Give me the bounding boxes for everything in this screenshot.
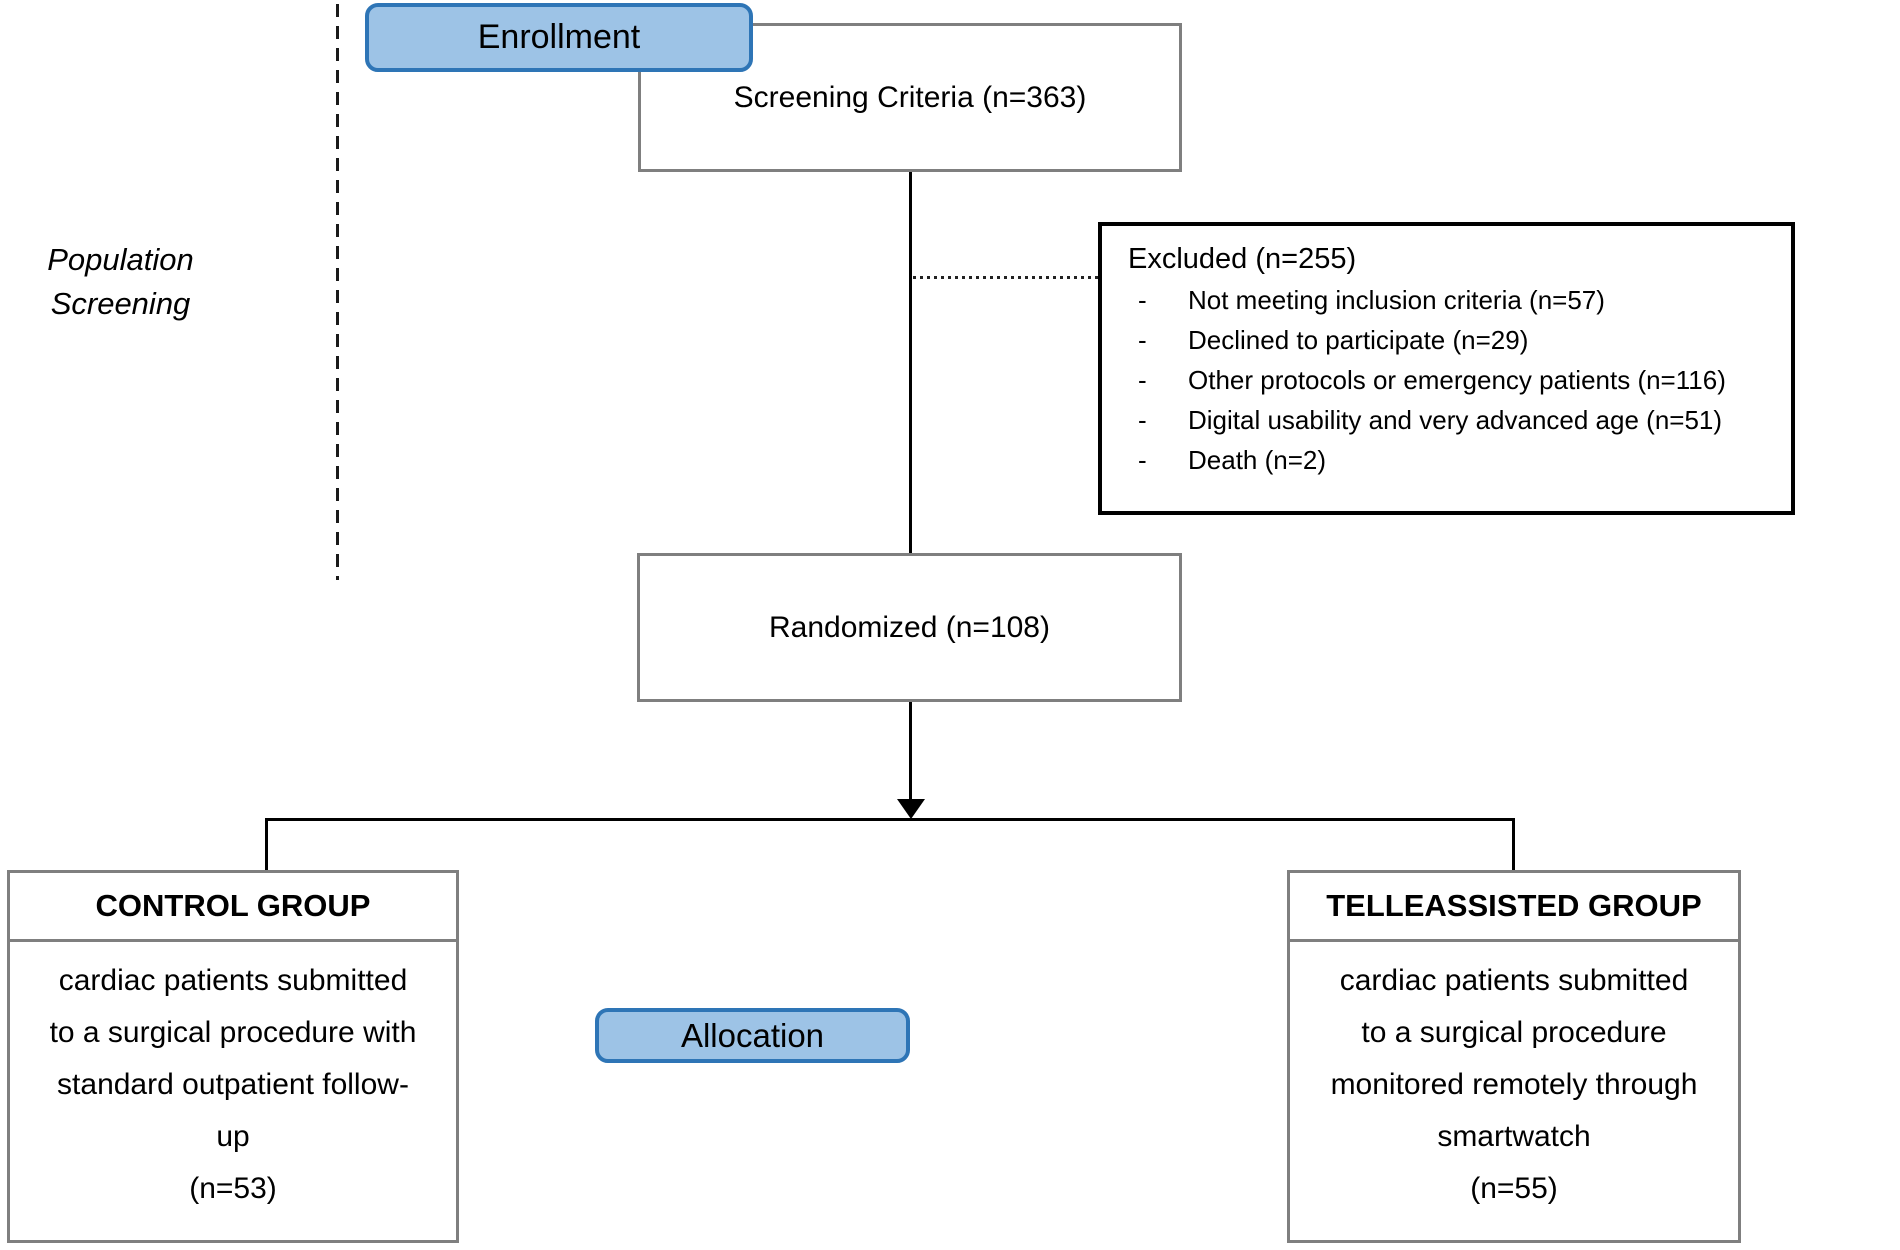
excluded-box: Excluded (n=255) - Not meeting inclusion… — [1098, 222, 1795, 515]
teleassisted-line: cardiac patients submitted — [1339, 964, 1689, 997]
screening-criteria-label: Screening Criteria (n=363) — [733, 80, 1087, 114]
control-count: (n=53) — [189, 1172, 277, 1205]
control-line: cardiac patients submitted — [58, 964, 408, 997]
control-group-box: CONTROL GROUP cardiac patients submitted… — [7, 870, 459, 1243]
teleassisted-count: (n=55) — [1470, 1172, 1558, 1205]
teleassisted-group-box: TELLEASSISTED GROUP cardiac patients sub… — [1287, 870, 1741, 1243]
excluded-item: - Other protocols or emergency patients … — [1128, 360, 1773, 400]
excluded-item: - Not meeting inclusion criteria (n=57) — [1128, 280, 1773, 320]
control-group-title: CONTROL GROUP — [10, 873, 456, 942]
randomized-label: Randomized (n=108) — [768, 610, 1050, 644]
bullet-dash: - — [1138, 285, 1147, 315]
bullet-dash: - — [1138, 365, 1147, 395]
excluded-item-text: Digital usability and very advanced age … — [1188, 405, 1723, 435]
phase-label-line2: Screening — [50, 286, 191, 321]
phase-label-line1: Population — [47, 242, 194, 277]
branch-drop-left — [265, 818, 268, 870]
dashed-phase-divider-line — [336, 4, 339, 580]
branch-horizontal-line — [265, 818, 1515, 821]
bullet-dash: - — [1138, 445, 1147, 475]
teleassisted-line: smartwatch — [1437, 1120, 1591, 1153]
excluded-item: - Digital usability and very advanced ag… — [1128, 400, 1773, 440]
randomized-box: Randomized (n=108) — [637, 553, 1182, 702]
bullet-dash: - — [1138, 325, 1147, 355]
connector-randomized-to-branch — [909, 702, 912, 802]
excluded-item-text: Not meeting inclusion criteria (n=57) — [1188, 285, 1605, 315]
phase-label-population-screening: Population Screening — [18, 238, 223, 326]
control-line: up — [216, 1120, 250, 1153]
connector-screening-to-randomized — [909, 172, 912, 553]
excluded-item-text: Declined to participate (n=29) — [1188, 325, 1529, 355]
excluded-item: - Death (n=2) — [1128, 440, 1773, 480]
enrollment-phase-button: Enrollment — [365, 3, 753, 72]
arrow-down-icon — [897, 799, 925, 819]
excluded-item-text: Other protocols or emergency patients (n… — [1188, 365, 1726, 395]
control-group-description: cardiac patients submitted to a surgical… — [10, 942, 456, 1215]
dotted-connector-to-excluded — [913, 276, 1099, 279]
teleassisted-line: to a surgical procedure — [1361, 1016, 1667, 1049]
excluded-title: Excluded (n=255) — [1128, 243, 1357, 275]
allocation-label: Allocation — [680, 1016, 825, 1054]
bullet-dash: - — [1138, 405, 1147, 435]
allocation-phase-button: Allocation — [595, 1008, 910, 1063]
teleassisted-group-description: cardiac patients submitted to a surgical… — [1290, 942, 1738, 1215]
control-line: to a surgical procedure with — [49, 1016, 417, 1049]
teleassisted-group-title: TELLEASSISTED GROUP — [1290, 873, 1738, 942]
screening-criteria-box: Screening Criteria (n=363) — [638, 23, 1182, 172]
excluded-item-text: Death (n=2) — [1188, 445, 1327, 475]
control-line: standard outpatient follow- — [57, 1068, 409, 1101]
enrollment-label: Enrollment — [477, 18, 641, 56]
branch-drop-right — [1512, 818, 1515, 870]
teleassisted-line: monitored remotely through — [1330, 1068, 1698, 1101]
excluded-item: - Declined to participate (n=29) — [1128, 320, 1773, 360]
